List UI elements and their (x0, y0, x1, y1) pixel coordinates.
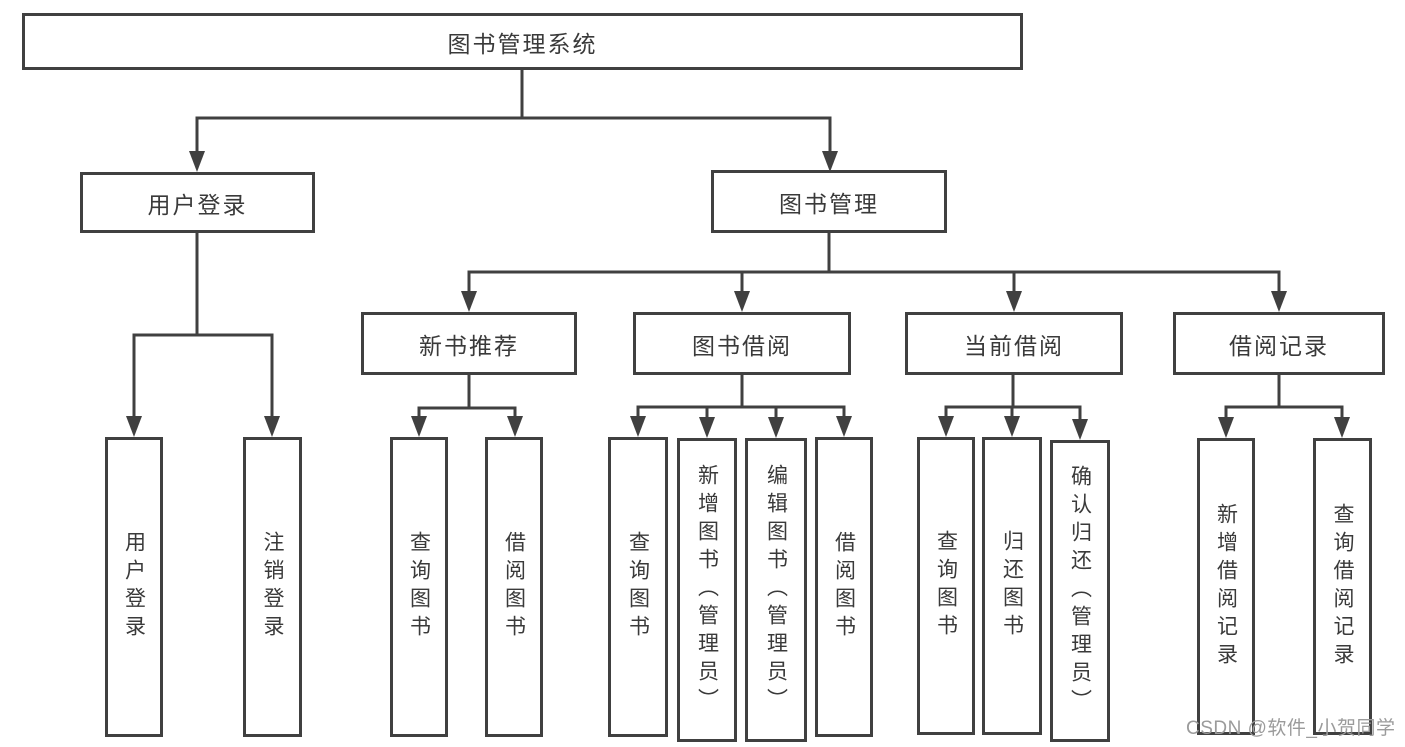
node-new-book-recommend-label: 新书推荐 (419, 332, 519, 359)
node-user-login-label: 用户登录 (147, 191, 248, 218)
leaf-br-add-record: 新增借阅记录 (1197, 438, 1255, 735)
node-current-borrowing: 当前借阅 (905, 312, 1123, 375)
node-borrow-records: 借阅记录 (1173, 312, 1385, 375)
node-user-login: 用户登录 (80, 172, 315, 233)
leaf-bb-borrow-books-label: 借阅图书 (832, 531, 856, 643)
leaf-cb-query-books-label: 查询图书 (934, 530, 958, 642)
leaf-cb-return-books-label: 归还图书 (1000, 530, 1024, 642)
leaf-br-query-record: 查询借阅记录 (1313, 438, 1372, 735)
leaf-br-add-record-label: 新增借阅记录 (1214, 502, 1238, 671)
node-borrow-records-label: 借阅记录 (1229, 332, 1329, 359)
leaf-cb-confirm-return-admin-label: 确认归还（管理员） (1068, 465, 1092, 717)
node-book-borrowing: 图书借阅 (633, 312, 851, 375)
leaf-br-query-record-label: 查询借阅记录 (1331, 502, 1354, 671)
leaf-logout: 注销登录 (243, 437, 302, 737)
leaf-cb-query-books: 查询图书 (917, 437, 975, 735)
node-library-system: 图书管理系统 (22, 13, 1023, 70)
leaf-bb-add-books-admin: 新增图书（管理员） (677, 438, 737, 742)
leaf-bb-add-books-admin-label: 新增图书（管理员） (695, 464, 719, 716)
leaf-user-login: 用户登录 (105, 437, 163, 737)
node-current-borrowing-label: 当前借阅 (964, 332, 1064, 359)
leaf-cb-confirm-return-admin: 确认归还（管理员） (1050, 440, 1110, 742)
leaf-bb-query-books-label: 查询图书 (626, 531, 650, 643)
leaf-nbr-query-books-label: 查询图书 (407, 531, 431, 643)
node-new-book-recommend: 新书推荐 (361, 312, 577, 375)
watermark: CSDN @软件_小贺同学 (1186, 718, 1396, 739)
leaf-bb-edit-books-admin: 编辑图书（管理员） (745, 438, 807, 742)
node-library-system-label: 图书管理系统 (447, 30, 598, 57)
leaf-logout-label: 注销登录 (261, 531, 284, 643)
leaf-user-login-label: 用户登录 (122, 531, 146, 643)
leaf-nbr-borrow-books: 借阅图书 (485, 437, 543, 737)
node-book-management: 图书管理 (711, 170, 947, 233)
node-book-management-label: 图书管理 (779, 190, 879, 217)
leaf-bb-query-books: 查询图书 (608, 437, 668, 737)
leaf-nbr-query-books: 查询图书 (390, 437, 448, 737)
leaf-bb-borrow-books: 借阅图书 (815, 437, 873, 737)
leaf-bb-edit-books-admin-label: 编辑图书（管理员） (764, 464, 788, 716)
node-book-borrowing-label: 图书借阅 (692, 332, 792, 359)
leaf-cb-return-books: 归还图书 (982, 437, 1042, 735)
leaf-nbr-borrow-books-label: 借阅图书 (502, 531, 526, 643)
